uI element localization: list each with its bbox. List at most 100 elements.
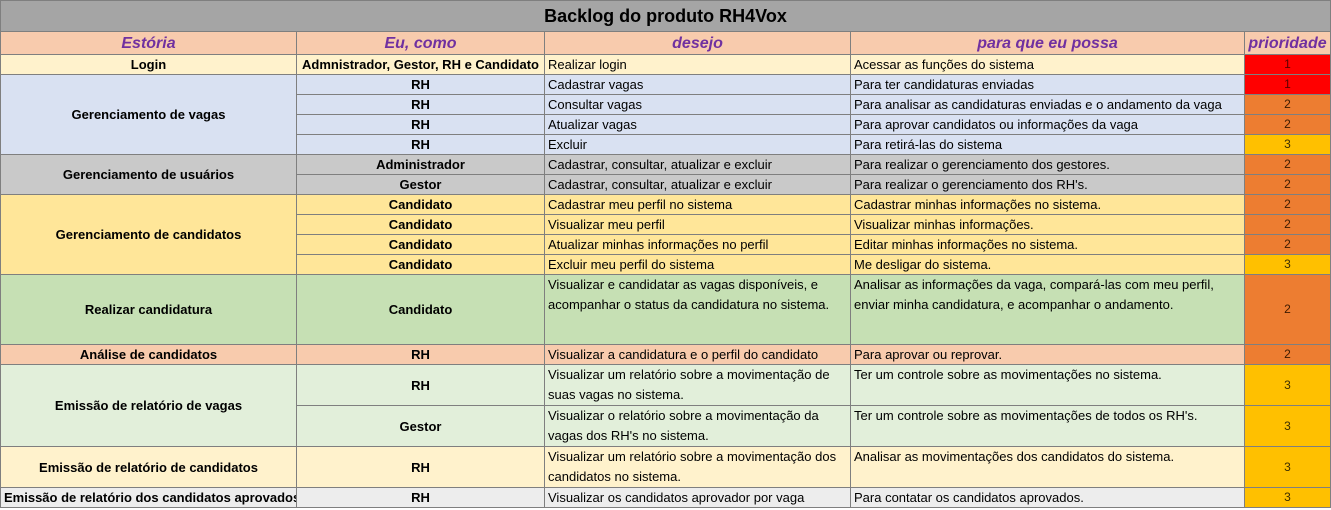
para-que-cell[interactable]: Ter um controle sobre as movimentações d… xyxy=(850,405,1245,447)
para-que-cell[interactable]: Me desligar do sistema. xyxy=(850,254,1245,275)
role-cell[interactable]: Gestor xyxy=(296,174,545,195)
desejo-cell[interactable]: Cadastrar meu perfil no sistema xyxy=(544,194,851,215)
para-que-cell[interactable]: Ter um controle sobre as movimentações n… xyxy=(850,364,1245,406)
desejo-cell[interactable]: Atualizar vagas xyxy=(544,114,851,135)
header-row: Estória Eu, como desejo para que eu poss… xyxy=(0,31,1331,55)
story-cell[interactable]: Login xyxy=(0,54,297,75)
table-row: Realizar candidatura Candidato Visualiza… xyxy=(0,274,1331,345)
priority-cell[interactable]: 2 xyxy=(1244,234,1331,255)
header-prioridade[interactable]: prioridade xyxy=(1244,31,1331,55)
role-cell[interactable]: RH xyxy=(296,74,545,95)
priority-cell[interactable]: 2 xyxy=(1244,194,1331,215)
priority-cell[interactable]: 3 xyxy=(1244,254,1331,275)
role-cell[interactable]: Candidato xyxy=(296,194,545,215)
para-que-cell[interactable]: Para aprovar candidatos ou informações d… xyxy=(850,114,1245,135)
table-row: Gerenciamento de usuários Administrador … xyxy=(0,154,1331,195)
story-cell[interactable]: Gerenciamento de usuários xyxy=(0,154,297,195)
desejo-cell[interactable]: Visualizar a candidatura e o perfil do c… xyxy=(544,344,851,365)
priority-cell[interactable]: 3 xyxy=(1244,134,1331,155)
desejo-cell[interactable]: Visualizar os candidatos aprovador por v… xyxy=(544,487,851,508)
para-que-cell[interactable]: Analisar as informações da vaga, compará… xyxy=(850,274,1245,345)
story-cell[interactable]: Realizar candidatura xyxy=(0,274,297,345)
desejo-cell[interactable]: Cadastrar vagas xyxy=(544,74,851,95)
desejo-cell[interactable]: Excluir xyxy=(544,134,851,155)
para-que-cell[interactable]: Para aprovar ou reprovar. xyxy=(850,344,1245,365)
table-row: Gerenciamento de candidatos Candidato Ca… xyxy=(0,194,1331,275)
header-eu-como[interactable]: Eu, como xyxy=(296,31,545,55)
table-row: Emissão de relatório dos candidatos apro… xyxy=(0,487,1331,508)
header-estoria[interactable]: Estória xyxy=(0,31,297,55)
table-row: Candidato Visualizar meu perfil Visualiz… xyxy=(0,214,1331,235)
desejo-cell[interactable]: Visualizar um relatório sobre a moviment… xyxy=(544,446,851,488)
para-que-cell[interactable]: Para realizar o gerenciamento dos gestor… xyxy=(850,154,1245,175)
role-cell[interactable]: Candidato xyxy=(296,234,545,255)
desejo-cell[interactable]: Excluir meu perfil do sistema xyxy=(544,254,851,275)
header-desejo[interactable]: desejo xyxy=(544,31,851,55)
para-que-cell[interactable]: Para ter candidaturas enviadas xyxy=(850,74,1245,95)
table-row: Candidato Excluir meu perfil do sistema … xyxy=(0,254,1331,275)
priority-cell[interactable]: 3 xyxy=(1244,364,1331,406)
role-cell[interactable]: Administrador xyxy=(296,154,545,175)
title-row: Backlog do produto RH4Vox xyxy=(0,0,1331,32)
header-para-que[interactable]: para que eu possa xyxy=(850,31,1245,55)
table-row: Login Admnistrador, Gestor, RH e Candida… xyxy=(0,54,1331,75)
table-row: RH Consultar vagas Para analisar as cand… xyxy=(0,94,1331,115)
desejo-cell[interactable]: Visualizar um relatório sobre a moviment… xyxy=(544,364,851,406)
role-cell[interactable]: Admnistrador, Gestor, RH e Candidato xyxy=(296,54,545,75)
story-cell[interactable]: Gerenciamento de candidatos xyxy=(0,194,297,275)
priority-cell[interactable]: 2 xyxy=(1244,174,1331,195)
role-cell[interactable]: Gestor xyxy=(296,405,545,447)
role-cell[interactable]: Candidato xyxy=(296,214,545,235)
role-cell[interactable]: RH xyxy=(296,344,545,365)
para-que-cell[interactable]: Para retirá-las do sistema xyxy=(850,134,1245,155)
priority-cell[interactable]: 2 xyxy=(1244,274,1331,345)
table-row: Análise de candidatos RH Visualizar a ca… xyxy=(0,344,1331,365)
para-que-cell[interactable]: Analisar as movimentações dos candidatos… xyxy=(850,446,1245,488)
desejo-cell[interactable]: Cadastrar, consultar, atualizar e exclui… xyxy=(544,174,851,195)
role-cell[interactable]: RH xyxy=(296,446,545,488)
role-cell[interactable]: RH xyxy=(296,114,545,135)
priority-cell[interactable]: 3 xyxy=(1244,487,1331,508)
role-cell[interactable]: Candidato xyxy=(296,274,545,345)
role-cell[interactable]: RH xyxy=(296,487,545,508)
desejo-cell[interactable]: Realizar login xyxy=(544,54,851,75)
priority-cell[interactable]: 2 xyxy=(1244,214,1331,235)
priority-cell[interactable]: 3 xyxy=(1244,405,1331,447)
desejo-cell[interactable]: Visualizar o relatório sobre a movimenta… xyxy=(544,405,851,447)
table-row: Emissão de relatório de vagas RH Visuali… xyxy=(0,364,1331,447)
table-row: RH Excluir Para retirá-las do sistema 3 xyxy=(0,134,1331,155)
table-row: Gestor Cadastrar, consultar, atualizar e… xyxy=(0,174,1331,195)
para-que-cell[interactable]: Para analisar as candidaturas enviadas e… xyxy=(850,94,1245,115)
desejo-cell[interactable]: Visualizar meu perfil xyxy=(544,214,851,235)
priority-cell[interactable]: 2 xyxy=(1244,344,1331,365)
role-cell[interactable]: RH xyxy=(296,134,545,155)
para-que-cell[interactable]: Cadastrar minhas informações no sistema. xyxy=(850,194,1245,215)
priority-cell[interactable]: 1 xyxy=(1244,54,1331,75)
story-cell[interactable]: Emissão de relatório de candidatos xyxy=(0,446,297,488)
desejo-cell[interactable]: Consultar vagas xyxy=(544,94,851,115)
para-que-cell[interactable]: Para contatar os candidatos aprovados. xyxy=(850,487,1245,508)
table-row: Candidato Atualizar minhas informações n… xyxy=(0,234,1331,255)
story-cell[interactable]: Emissão de relatório dos candidatos apro… xyxy=(0,487,297,508)
role-cell[interactable]: Candidato xyxy=(296,254,545,275)
desejo-cell[interactable]: Atualizar minhas informações no perfil xyxy=(544,234,851,255)
role-cell[interactable]: RH xyxy=(296,364,545,406)
role-cell[interactable]: RH xyxy=(296,94,545,115)
priority-cell[interactable]: 2 xyxy=(1244,94,1331,115)
priority-cell[interactable]: 3 xyxy=(1244,446,1331,488)
priority-cell[interactable]: 1 xyxy=(1244,74,1331,95)
priority-cell[interactable]: 2 xyxy=(1244,114,1331,135)
desejo-cell[interactable]: Visualizar e candidatar as vagas disponí… xyxy=(544,274,851,345)
story-cell[interactable]: Gerenciamento de vagas xyxy=(0,74,297,155)
para-que-cell[interactable]: Para realizar o gerenciamento dos RH's. xyxy=(850,174,1245,195)
table-row: Gerenciamento de vagas RH Cadastrar vaga… xyxy=(0,74,1331,155)
desejo-cell[interactable]: Cadastrar, consultar, atualizar e exclui… xyxy=(544,154,851,175)
para-que-cell[interactable]: Acessar as funções do sistema xyxy=(850,54,1245,75)
para-que-cell[interactable]: Editar minhas informações no sistema. xyxy=(850,234,1245,255)
story-cell[interactable]: Emissão de relatório de vagas xyxy=(0,364,297,447)
table-title[interactable]: Backlog do produto RH4Vox xyxy=(0,0,1331,32)
para-que-cell[interactable]: Visualizar minhas informações. xyxy=(850,214,1245,235)
story-cell[interactable]: Análise de candidatos xyxy=(0,344,297,365)
priority-cell[interactable]: 2 xyxy=(1244,154,1331,175)
